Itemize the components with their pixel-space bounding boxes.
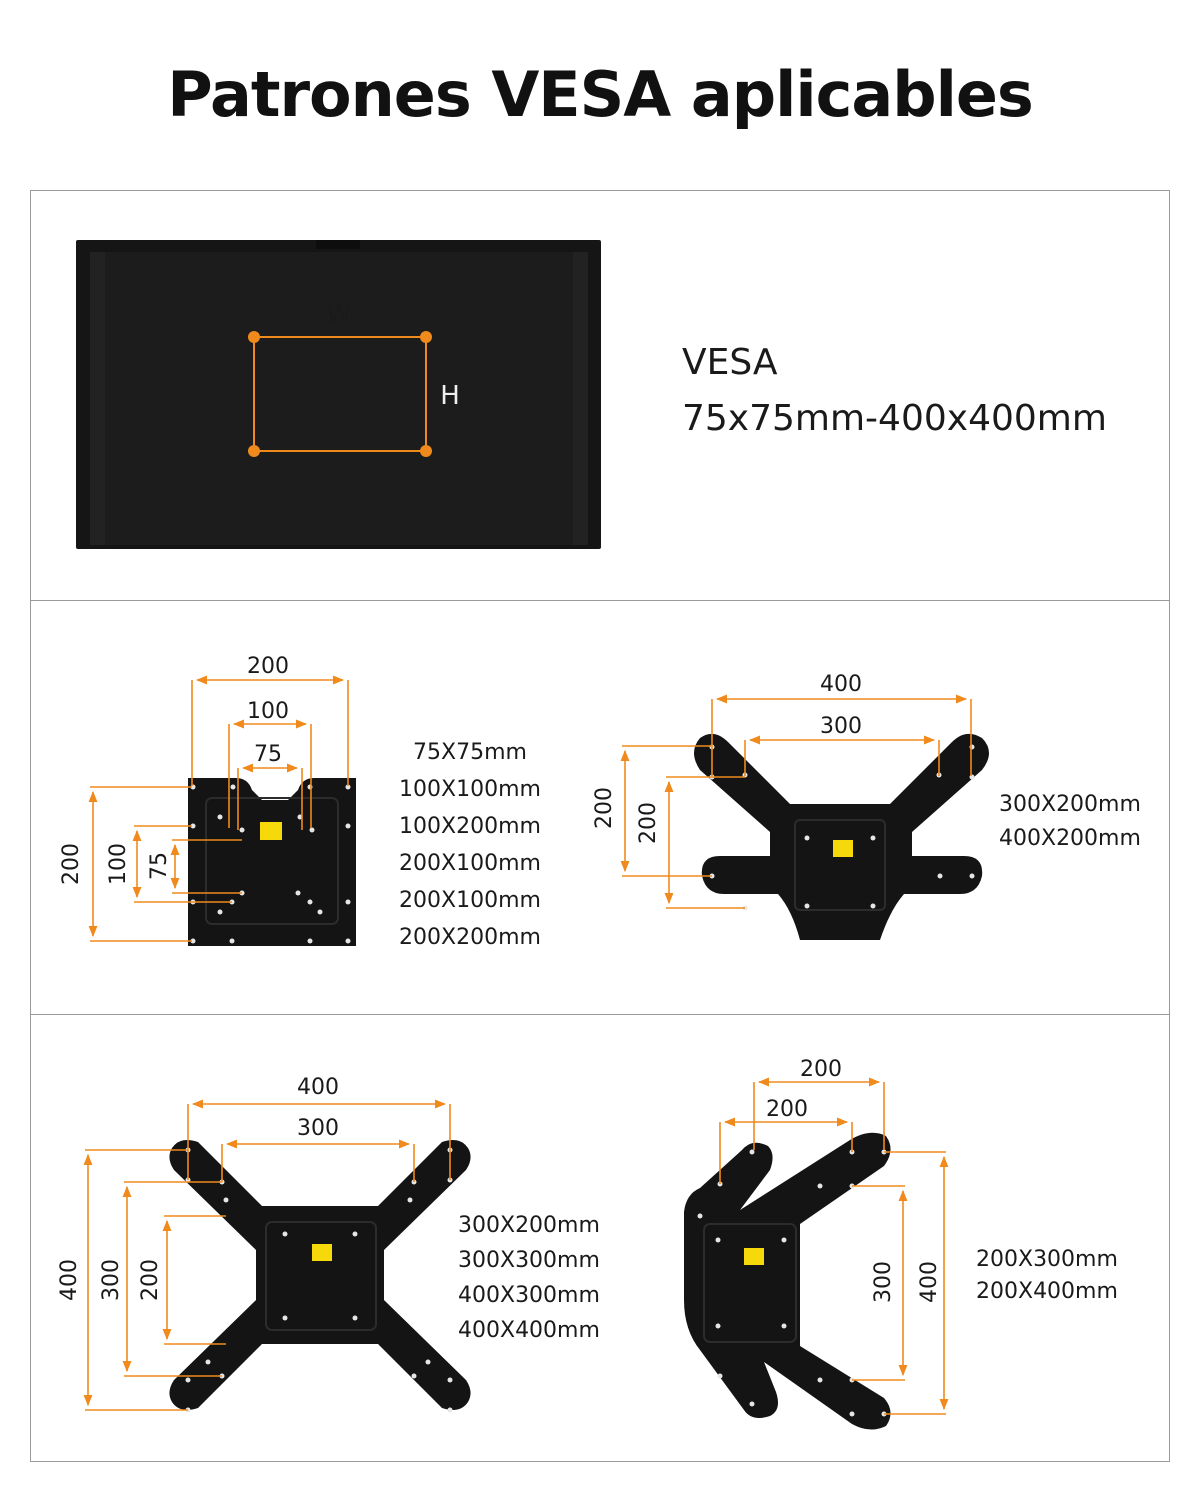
pattern-item: 200X200mm: [399, 925, 541, 950]
content-frame: [30, 190, 1170, 1462]
plate3-height-mid-label: 300: [99, 1259, 124, 1301]
tv-height-label: H: [440, 381, 460, 411]
plate2-width-inner-label: 300: [820, 714, 862, 739]
section-divider: [30, 600, 1170, 601]
tv-back-illustration: W H: [76, 240, 601, 549]
tv-width-label: W: [326, 299, 352, 329]
plate4-height-inner-label: 300: [871, 1261, 896, 1303]
plate1-width-outer-label: 200: [247, 654, 289, 679]
pattern-item: 200X100mm: [399, 888, 541, 913]
plate-large-x: 400 300 400 300 200: [57, 1075, 471, 1413]
plate-small-square: 200 100 75 200 100 75: [59, 654, 356, 946]
plate2-height-outer-label: 200: [592, 787, 617, 829]
pattern-item: 200X300mm: [976, 1247, 1118, 1272]
plate1-height-inner-label: 75: [147, 852, 172, 880]
brand-logo-icon: [744, 1248, 764, 1265]
pattern-item: 100X100mm: [399, 777, 541, 802]
plate4-width-inner-label: 200: [766, 1097, 808, 1122]
plate3-height-outer-label: 400: [57, 1259, 82, 1301]
plate1-height-mid-label: 100: [106, 843, 131, 885]
vesa-range-label: 75x75mm-400x400mm: [682, 398, 1107, 439]
pattern-item: 200X400mm: [976, 1279, 1118, 1304]
plate3-height-inner-label: 200: [138, 1259, 163, 1301]
section-divider: [30, 1014, 1170, 1015]
vesa-pattern-outline: [253, 336, 427, 452]
pattern-item: 200X100mm: [399, 851, 541, 876]
vesa-hole-dots: [248, 331, 432, 457]
pattern-item: 400X200mm: [999, 826, 1141, 851]
plate-tall-offset: 200 200 300 400: [684, 1057, 949, 1430]
plate3-width-outer-label: 400: [297, 1075, 339, 1100]
plate4-height-outer-label: 400: [917, 1261, 942, 1303]
brand-logo-icon: [260, 822, 282, 840]
plate1-pattern-list: 75X75mm 100X100mm 100X200mm 200X100mm 20…: [388, 734, 552, 956]
plate1-width-inner-label: 75: [254, 742, 282, 767]
plate2-height-inner-label: 200: [636, 802, 661, 844]
vesa-label: VESA: [682, 342, 778, 383]
page-title: Patrones VESA aplicables: [167, 58, 1034, 131]
brand-logo-icon: [312, 1244, 332, 1261]
pattern-item: 75X75mm: [413, 740, 527, 765]
plate3-width-inner-label: 300: [297, 1116, 339, 1141]
pattern-item: 400X300mm: [458, 1283, 600, 1308]
plate-wide-adapter: 400 300 200 200: [592, 672, 989, 940]
plate3-pattern-list: 300X200mm 300X300mm 400X300mm 400X400mm: [458, 1208, 600, 1348]
plate2-pattern-list: 300X200mm 400X200mm: [999, 788, 1141, 856]
plate1-height-outer-label: 200: [59, 843, 84, 885]
pattern-item: 100X200mm: [399, 814, 541, 839]
pattern-item: 300X200mm: [458, 1213, 600, 1238]
brand-logo-icon: [833, 840, 853, 857]
plate4-pattern-list: 200X300mm 200X400mm: [976, 1244, 1118, 1308]
pattern-item: 300X300mm: [458, 1248, 600, 1273]
plate4-width-outer-label: 200: [800, 1057, 842, 1082]
pattern-item: 400X400mm: [458, 1318, 600, 1343]
plate2-width-outer-label: 400: [820, 672, 862, 697]
plate1-width-mid-label: 100: [247, 699, 289, 724]
pattern-item: 300X200mm: [999, 792, 1141, 817]
